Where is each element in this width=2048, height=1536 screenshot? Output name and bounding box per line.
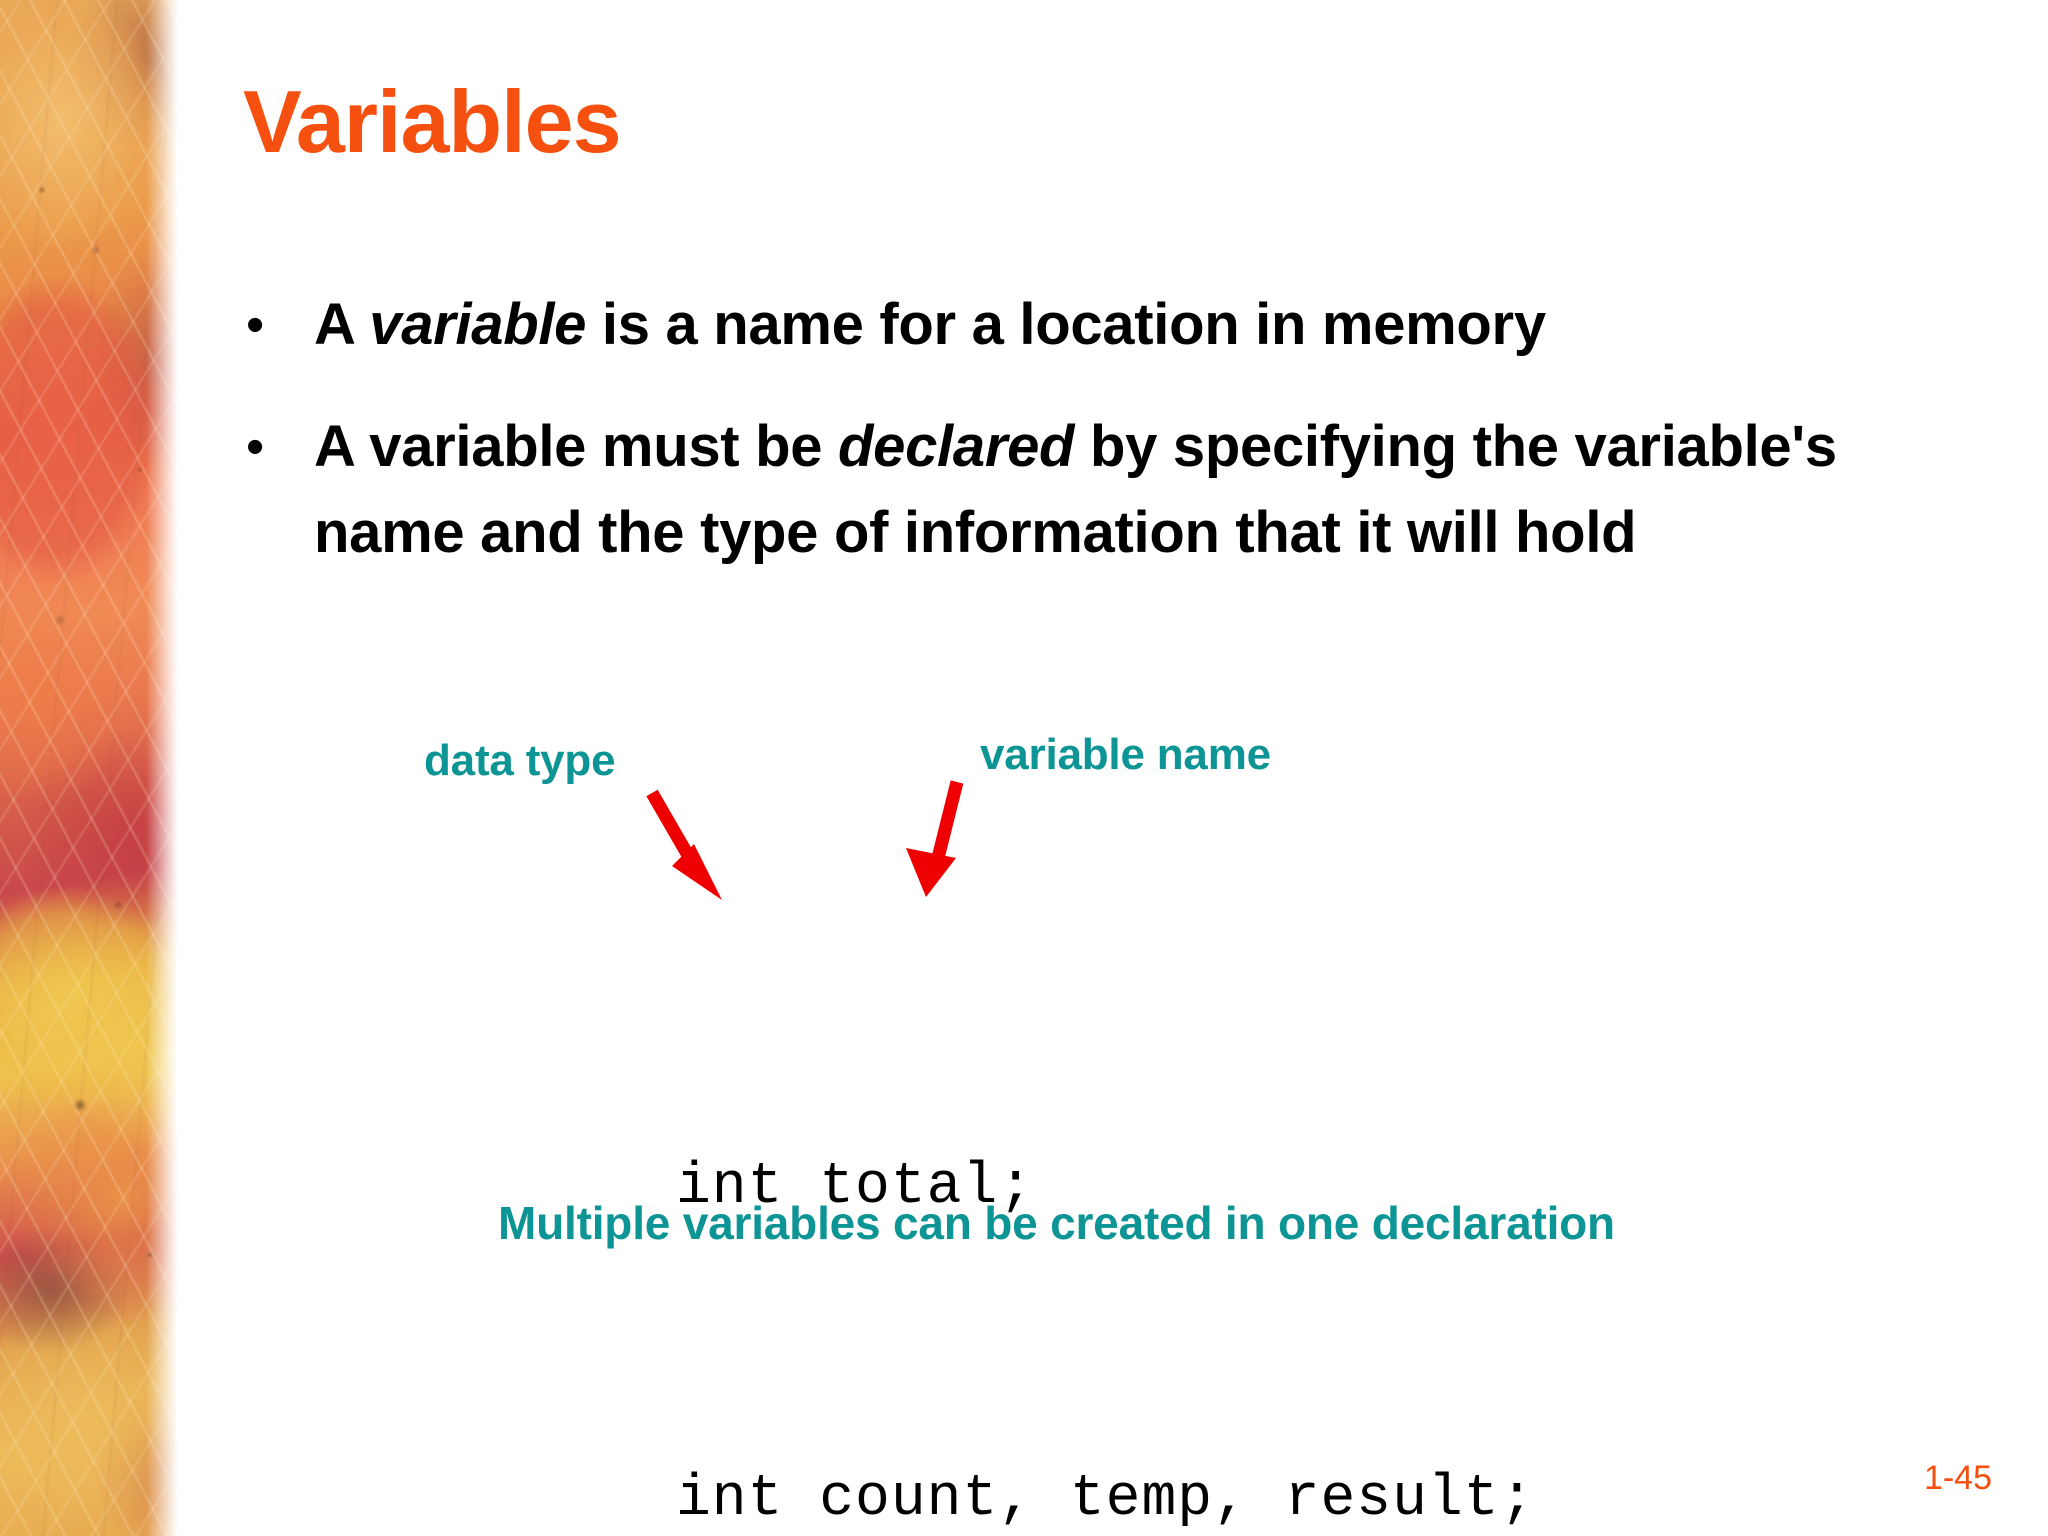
page-title: Variables xyxy=(243,72,622,171)
bullet-run: by specifying the xyxy=(1074,414,1559,479)
caption-multiple-variables: Multiple variables can be created in one… xyxy=(498,1197,1615,1249)
bullet-marker-icon: • xyxy=(246,296,265,354)
page-number: 1-45 xyxy=(1923,1459,1992,1497)
autumn-leaves-decoration-strip xyxy=(0,0,178,1536)
code-line-declaration-single: int total; xyxy=(676,1155,1035,1220)
bullet-run: A xyxy=(314,292,370,357)
annotation-variable-name: variable name xyxy=(980,730,1271,779)
arrow-variable-name-icon xyxy=(906,780,964,897)
bullet-run: variable's name and the type of informat… xyxy=(314,414,1837,565)
bullet-run: will hold xyxy=(1406,500,1637,565)
bullet-text: A variable is a name for a location in m… xyxy=(314,282,1938,368)
annotation-data-type: data type xyxy=(424,736,616,785)
list-item: • A variable must be declared by specify… xyxy=(238,404,1938,576)
code-line-declaration-multiple: int count, temp, result; xyxy=(676,1467,1536,1532)
bullet-text: A variable must be declared by specifyin… xyxy=(314,404,1938,576)
arrow-data-type-icon xyxy=(646,789,722,900)
bullet-run: A variable must be xyxy=(314,414,839,479)
bullet-run-emphasis: declared xyxy=(838,414,1075,479)
list-item: • A variable is a name for a location in… xyxy=(238,282,1938,368)
code-block: int total; int count, temp, result; xyxy=(676,928,1535,1536)
leaf-edge-fade xyxy=(0,0,178,1536)
bullet-marker-icon: • xyxy=(246,418,265,476)
bullet-run-emphasis: variable xyxy=(369,292,587,357)
bullet-list: • A variable is a name for a location in… xyxy=(238,282,1938,612)
bullet-run: is a name for a location in memory xyxy=(586,292,1546,357)
